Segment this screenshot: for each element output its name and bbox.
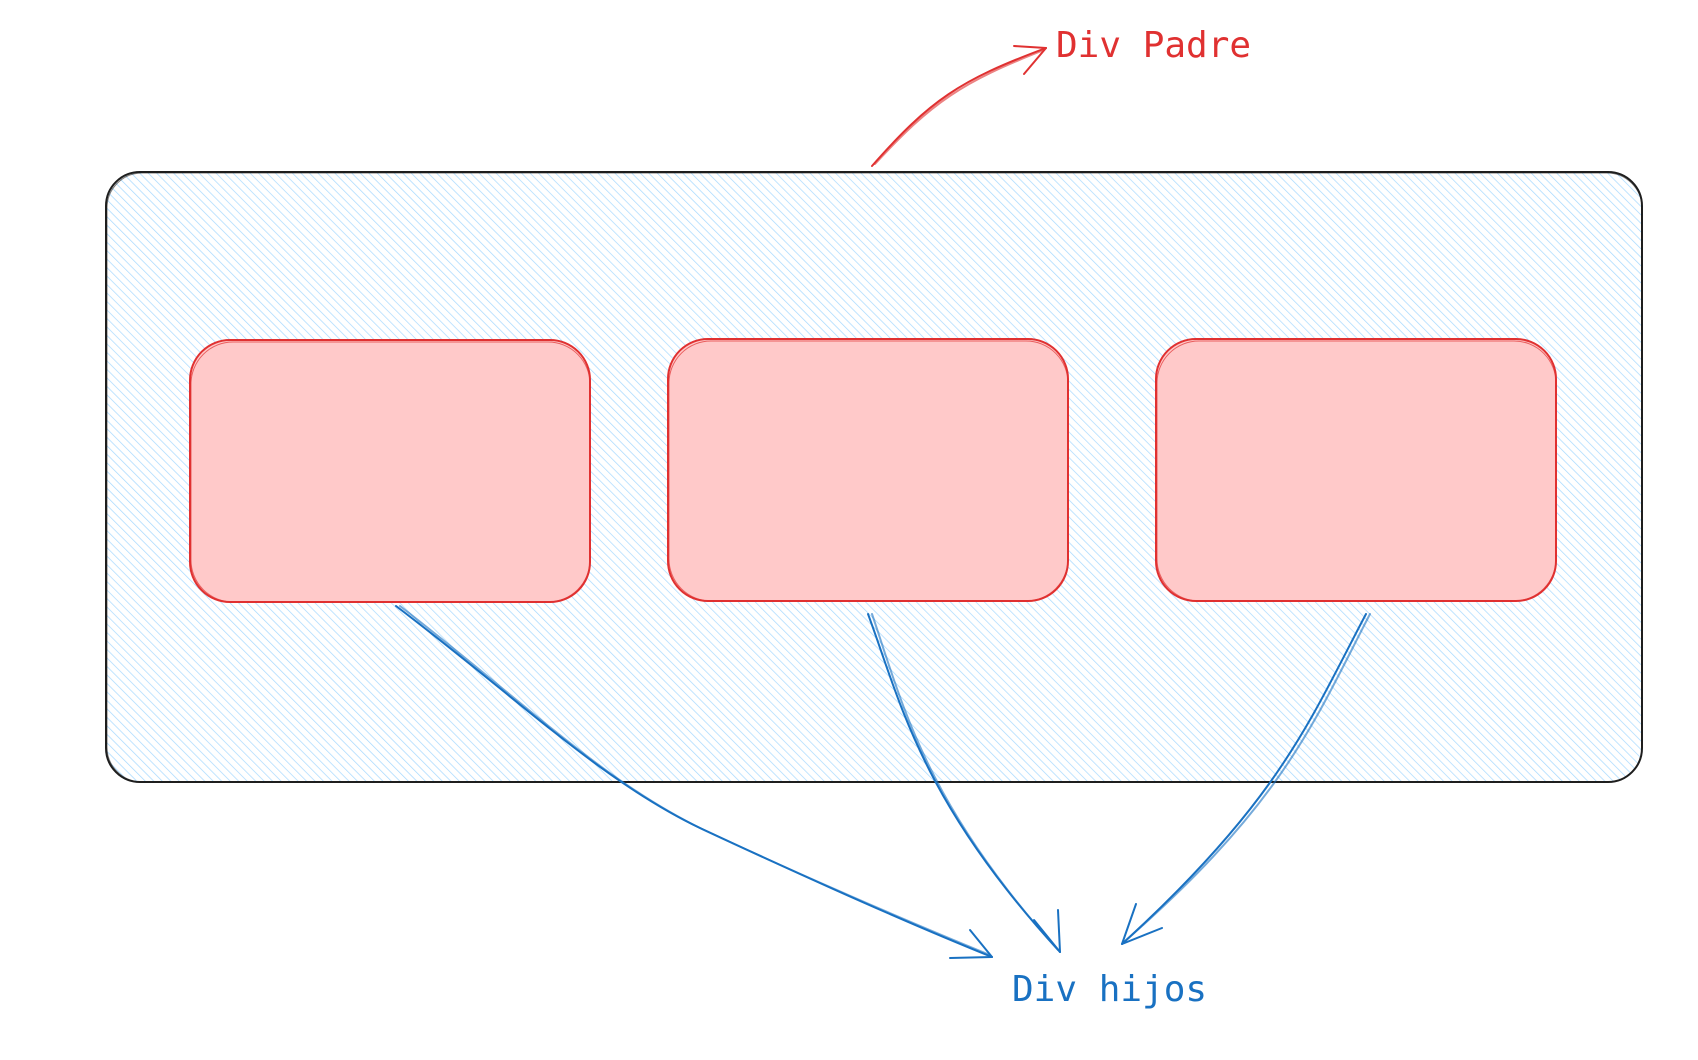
child-div-box-2 xyxy=(667,338,1069,602)
children-arrow-2 xyxy=(867,613,1061,953)
children-arrow-1 xyxy=(395,605,993,959)
child-div-box-3 xyxy=(1155,338,1557,602)
children-label: Div hijos xyxy=(1012,969,1208,1010)
children-arrow-3 xyxy=(1121,613,1371,945)
parent-arrow xyxy=(871,45,1047,167)
parent-label: Div Padre xyxy=(1056,25,1252,66)
child-div-box-1 xyxy=(189,339,591,603)
